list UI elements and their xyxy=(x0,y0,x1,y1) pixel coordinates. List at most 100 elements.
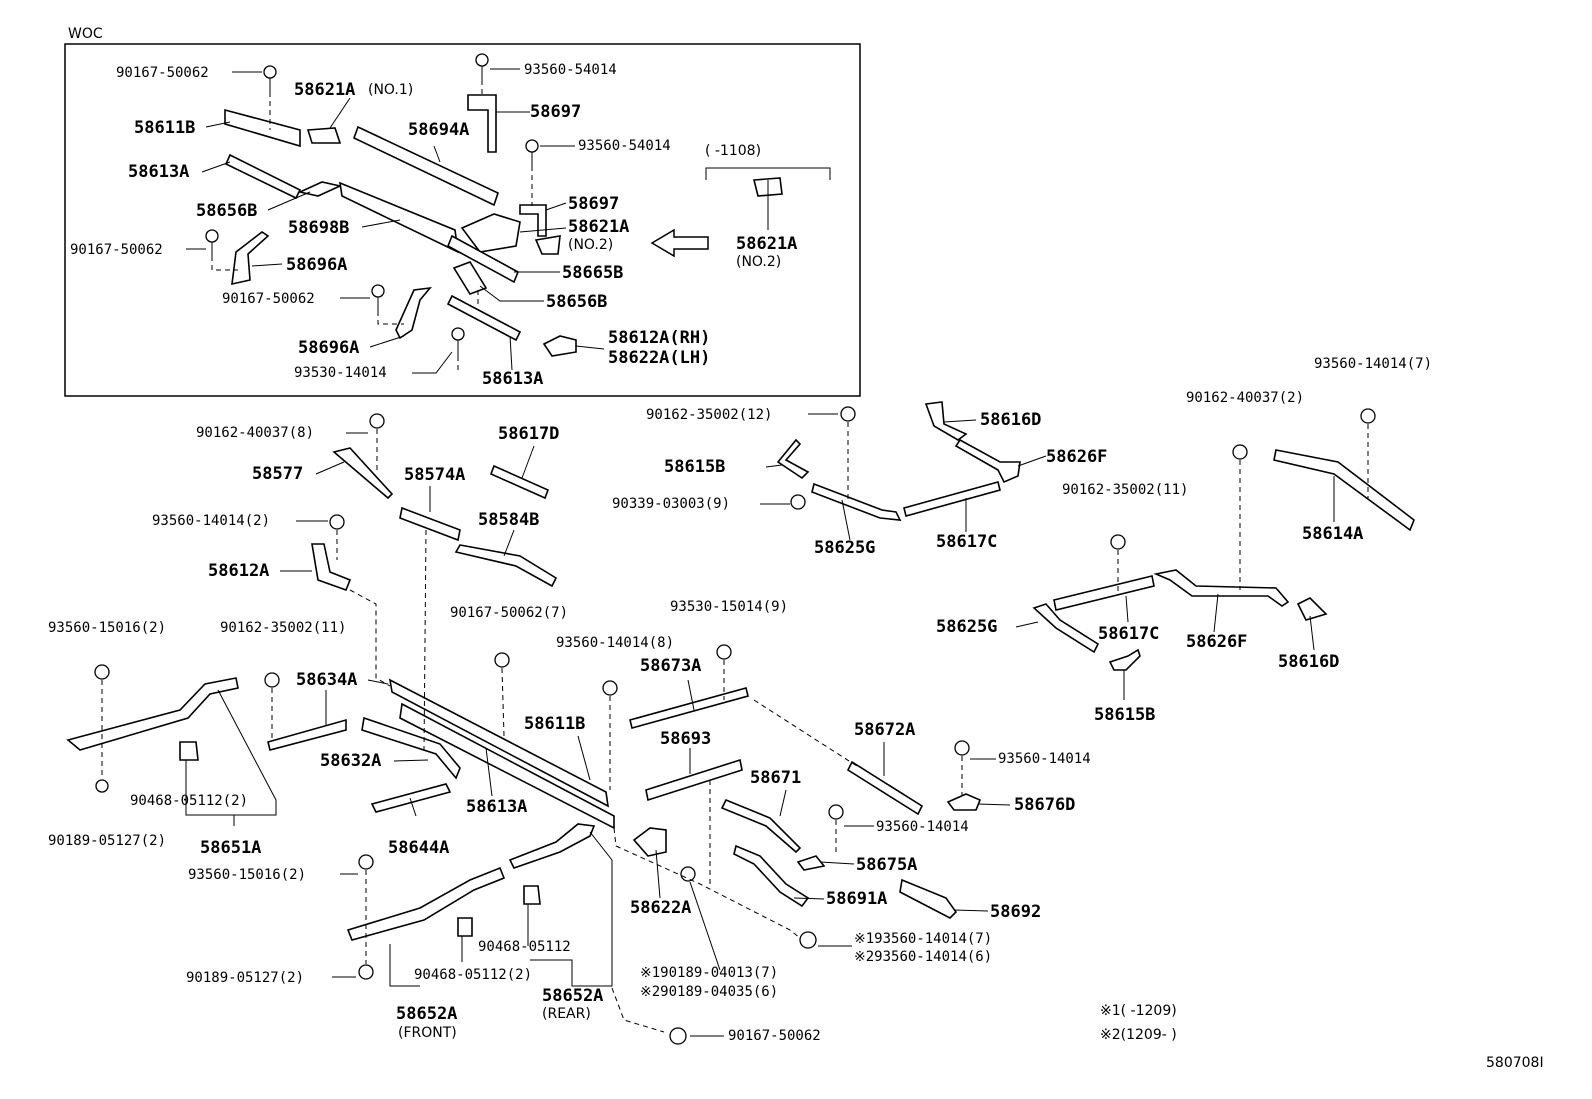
part-58574A xyxy=(399,506,461,542)
part-58621A-no1 xyxy=(306,127,342,144)
part-label: 93560-14014(7) xyxy=(1314,356,1433,372)
part-label: ※293560-14014(6) xyxy=(854,949,993,965)
part-58692 xyxy=(899,878,958,919)
main-center-parts xyxy=(629,687,982,919)
part-label: 58625G xyxy=(936,617,998,637)
part-label: 58574A xyxy=(404,465,466,485)
part-58676D xyxy=(946,793,982,811)
part-label: 90162-40037(2) xyxy=(1186,390,1305,406)
footnote-1: ※1( -1209) xyxy=(1100,1003,1177,1019)
part-label: 58693 xyxy=(660,729,712,749)
part-58612A-inset xyxy=(542,335,577,357)
part-note: (NO.2) xyxy=(568,237,614,253)
part-58696A-lower xyxy=(395,286,432,340)
part-label: 58621A xyxy=(568,217,630,237)
part-label: 58612A xyxy=(208,561,270,581)
part-label: 58665B xyxy=(562,263,624,283)
part-90468-05112-a xyxy=(179,741,199,761)
part-label: 58615B xyxy=(664,457,726,477)
part-label: 90167-50062 xyxy=(728,1028,821,1044)
part-label: 58614A xyxy=(1302,524,1364,544)
part-58612A-main xyxy=(311,543,352,592)
part-58634A xyxy=(267,718,347,751)
part-label: 58621A xyxy=(294,80,356,100)
woc-inset-frame xyxy=(64,43,861,397)
part-label: 93560-15016(2) xyxy=(188,867,307,883)
part-58621A-clip xyxy=(534,235,561,255)
part-58615B-right xyxy=(1108,648,1141,671)
part-58615B-top xyxy=(776,438,810,480)
main-bolts xyxy=(94,406,1376,1045)
part-label: 58694A xyxy=(408,120,470,140)
part-label: 90167-50062(7) xyxy=(450,605,569,621)
part-58696A-upper xyxy=(231,231,270,286)
part-label: 90339-03003(9) xyxy=(612,496,731,512)
part-label: 58675A xyxy=(856,855,918,875)
part-58691A xyxy=(733,844,810,908)
part-label: 90162-40037(8) xyxy=(196,425,315,441)
part-58632A xyxy=(361,716,461,780)
part-58675A xyxy=(796,855,826,871)
part-58617C-top xyxy=(903,481,1001,517)
inset-leaders xyxy=(186,68,831,374)
part-58625G-right xyxy=(1032,603,1100,654)
part-label: 58632A xyxy=(320,751,382,771)
part-label: 90167-50062 xyxy=(70,242,163,258)
part-label: ※290189-04035(6) xyxy=(640,984,779,1000)
part-58621A-box xyxy=(460,213,521,253)
part-label: 93560-54014 xyxy=(524,62,617,78)
part-label: 58584B xyxy=(478,510,540,530)
part-label: 58613A xyxy=(482,369,544,389)
part-label: 58673A xyxy=(640,656,702,676)
part-58611B-inset xyxy=(224,108,301,148)
part-label: 90189-05127(2) xyxy=(186,970,305,986)
part-label: 58626F xyxy=(1046,447,1108,467)
variant-range: ( -1108) xyxy=(705,143,762,159)
part-label: 90468-05112(2) xyxy=(414,967,533,983)
part-label: 58644A xyxy=(388,838,450,858)
part-label: 58652A xyxy=(396,1004,458,1024)
part-label: 58613A xyxy=(466,797,528,817)
part-58673A xyxy=(629,687,749,729)
part-label: 90468-05112(2) xyxy=(130,793,249,809)
part-label: 93560-14014(2) xyxy=(152,513,271,529)
part-label: 58611B xyxy=(134,118,196,138)
part-58644A xyxy=(370,783,452,813)
footnote-2: ※2(1209- ) xyxy=(1100,1027,1177,1043)
part-label: 58621A xyxy=(736,234,798,254)
part-label: 58616D xyxy=(980,410,1042,430)
part-label: 58625G xyxy=(814,538,876,558)
part-90468-05112-b xyxy=(457,917,473,937)
part-58665B xyxy=(446,234,520,284)
part-58626F-right xyxy=(1153,569,1290,607)
part-58697-mid xyxy=(519,204,547,237)
part-label: 58676D xyxy=(1014,795,1076,815)
part-note: (REAR) xyxy=(542,1006,591,1022)
part-label: 58671 xyxy=(750,768,802,788)
inset-bolts xyxy=(205,53,539,356)
part-58611B-main xyxy=(388,678,610,808)
part-note: (NO.1) xyxy=(368,82,414,98)
part-label: 58617D xyxy=(498,424,560,444)
part-label: 58617C xyxy=(936,532,998,552)
part-label: 58696A xyxy=(286,255,348,275)
part-label: 90167-50062 xyxy=(222,291,315,307)
direction-arrow xyxy=(650,228,709,258)
part-label: 58656B xyxy=(546,292,608,312)
part-58613A-inset-lower xyxy=(446,294,522,342)
part-label: 58652A xyxy=(542,986,604,1006)
part-58652A-rear xyxy=(508,823,596,869)
part-note: (FRONT) xyxy=(398,1025,457,1041)
part-label: 58696A xyxy=(298,338,360,358)
part-label: 90468-05112 xyxy=(478,939,571,955)
part-label: ※193560-14014(7) xyxy=(854,931,993,947)
part-58626F-top xyxy=(954,438,1021,484)
part-58617D-main xyxy=(489,464,550,500)
part-label: 90162-35002(11) xyxy=(220,620,347,636)
part-label: 58626F xyxy=(1186,632,1248,652)
part-label: 93560-15016(2) xyxy=(48,620,167,636)
main-leaders xyxy=(101,413,1369,1037)
part-58616D-top xyxy=(924,401,968,441)
part-58693 xyxy=(645,758,743,802)
